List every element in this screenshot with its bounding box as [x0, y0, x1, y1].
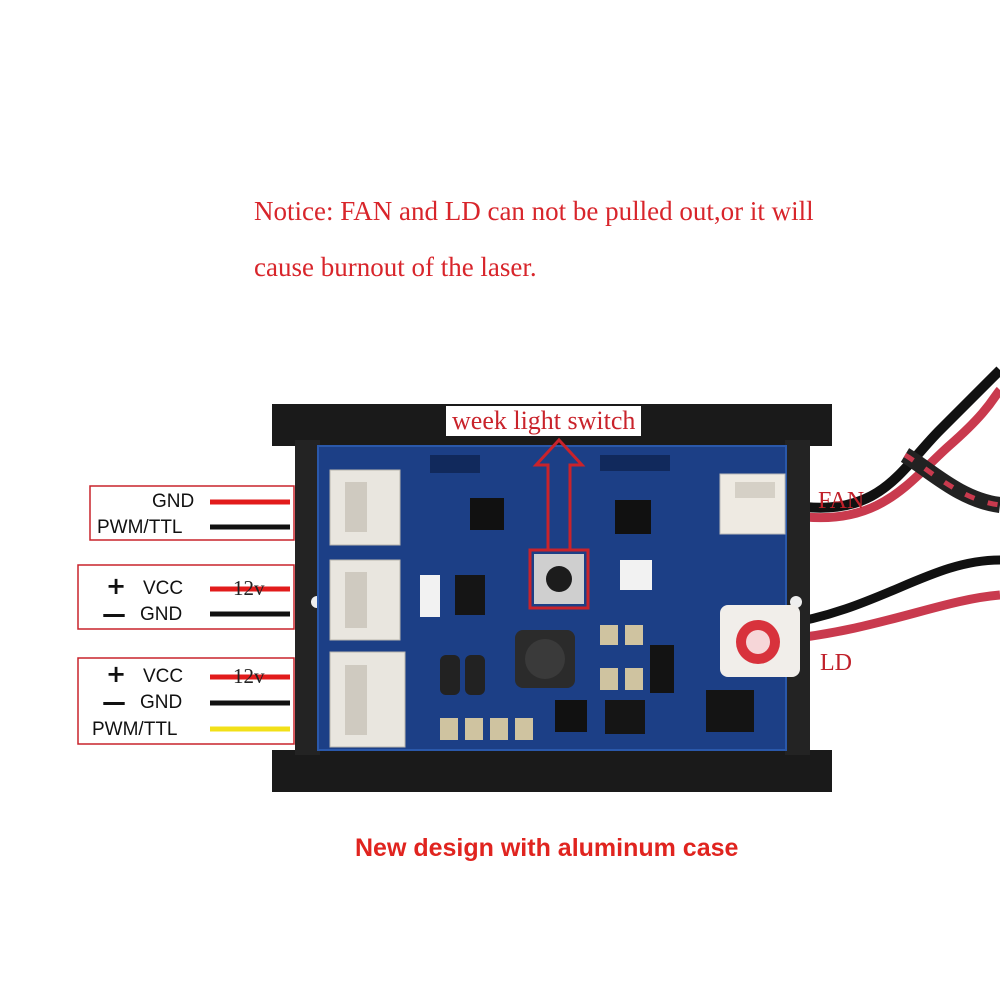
switch-highlight: [528, 437, 590, 610]
notice-line-1: Notice: FAN and LD can not be pulled out…: [254, 196, 814, 226]
pin-label-pwm-ttl: PWM/TTL: [97, 517, 183, 538]
plus-sign: +: [106, 572, 127, 600]
pin-group-frames: [77, 485, 295, 745]
ld-label: LD: [820, 650, 852, 676]
pin-label-vcc: VCC: [143, 666, 184, 687]
switch-label: week light switch: [446, 406, 642, 436]
plus-sign: +: [106, 660, 127, 688]
pin-label-gnd: GND: [140, 692, 183, 713]
cable-bundle: [779, 366, 1000, 645]
minus-sign: —: [102, 688, 126, 716]
voltage-label: 12v: [233, 576, 265, 600]
pin-label-vcc: VCC: [143, 578, 184, 599]
pin-wires: [210, 499, 290, 732]
fan-label: FAN: [818, 488, 865, 514]
notice-line-2: cause burnout of the laser.: [254, 252, 537, 282]
pin-label-gnd: GND: [152, 491, 195, 512]
pin-label-pwm-ttl: PWM/TTL: [92, 719, 178, 740]
voltage-label: 12v: [233, 664, 265, 688]
caption: New design with aluminum case: [355, 834, 739, 862]
pcb-board: [317, 445, 800, 751]
pin-label-gnd: GND: [140, 604, 183, 625]
minus-sign: —: [102, 600, 126, 628]
